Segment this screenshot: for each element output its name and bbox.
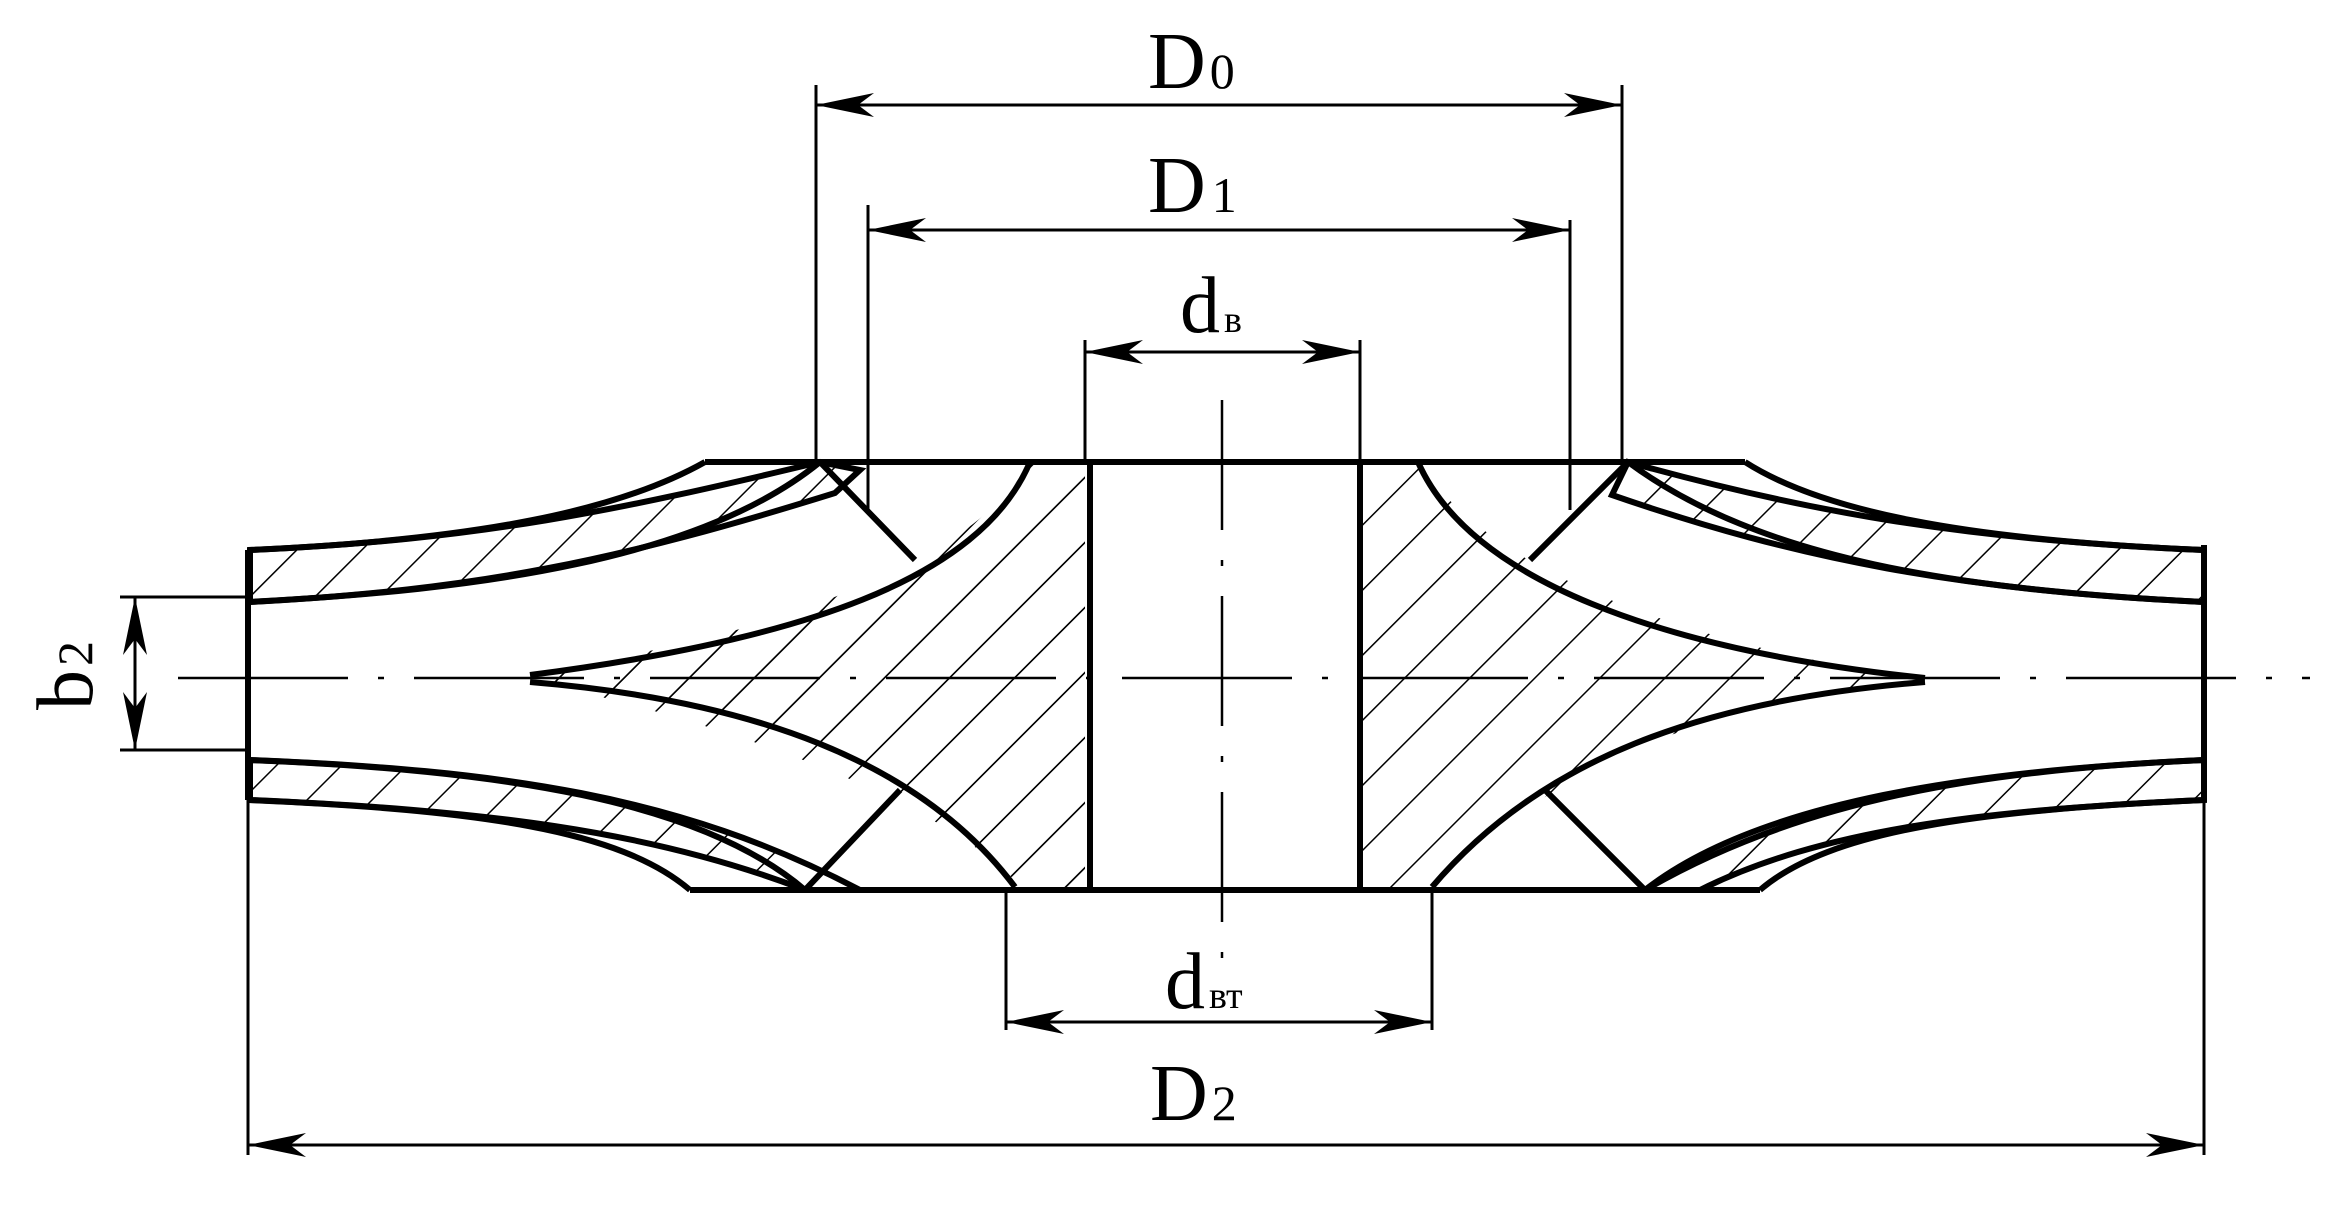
- left-hub-blade-region: [530, 462, 1085, 887]
- hatched-sections: [247, 458, 2207, 893]
- left-blade-lower-curve: [529, 679, 1018, 889]
- right-front-shroud-section: [1607, 458, 2207, 606]
- right-shroud-outer-curve: [1743, 459, 2205, 553]
- impeller-outline: [245, 459, 2207, 893]
- left-rear-shroud-section: [247, 756, 862, 893]
- center-lines: [178, 400, 2310, 965]
- left-rear-inner-curve: [247, 757, 807, 893]
- left-rear-outer-curve: [247, 797, 692, 893]
- left-lower-diagonal: [802, 787, 903, 893]
- left-shroud-outer-curve: [247, 459, 707, 553]
- right-blade-lower-curve: [1429, 679, 1926, 889]
- right-rear-inner-curve: [1643, 757, 2205, 893]
- left-upper-diagonal: [817, 459, 918, 563]
- b2-label: b2: [22, 641, 110, 710]
- left-shroud-inner-curve: [247, 459, 822, 605]
- right-hub-section: [1360, 462, 1925, 887]
- extension-lines: [120, 85, 2206, 1155]
- left-blade-upper-curve: [529, 460, 1033, 678]
- D0-label: D0: [1148, 18, 1235, 106]
- D2-label: D2: [1150, 1050, 1237, 1138]
- right-upper-diagonal: [1527, 459, 1631, 563]
- dimension-lines: [123, 93, 2204, 1157]
- right-shroud-inner-curve: [1626, 459, 2205, 605]
- right-lower-diagonal: [1542, 787, 1648, 893]
- right-rear-outer-curve: [1758, 797, 2205, 893]
- left-front-shroud-section: [247, 458, 867, 606]
- right-blade-upper-curve: [1415, 460, 1926, 681]
